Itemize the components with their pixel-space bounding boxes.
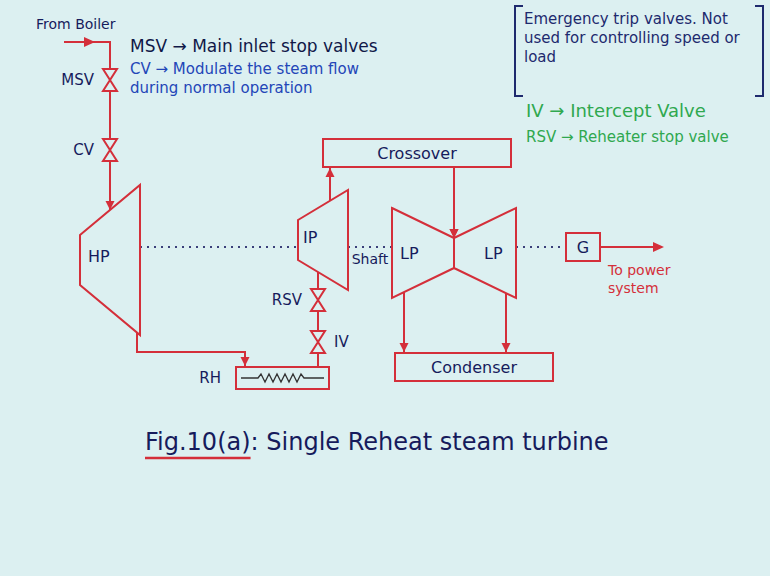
connector-line (516, 246, 565, 248)
control-valve: CV (102, 138, 118, 162)
valve-symbol (102, 68, 118, 92)
box-label: Condenser (431, 358, 517, 377)
valve-outline (311, 331, 325, 353)
definition-note: MSV → Main inlet stop valves (130, 36, 378, 57)
connector-line (317, 312, 319, 330)
valve-outline (103, 69, 117, 91)
caption-underline (145, 457, 251, 460)
generator-box: G (565, 232, 601, 262)
stage-label: HP (88, 247, 110, 266)
lp-turbine: LP (392, 208, 454, 298)
valve-label: MSV (61, 71, 94, 89)
stop-valve: MSV (102, 68, 118, 92)
valve-outline (311, 289, 325, 311)
connector-line (317, 354, 319, 366)
bracket-note: Emergency trip valves. Not used for cont… (524, 10, 756, 66)
arrow-head (653, 242, 664, 252)
stage-label: LP (484, 244, 503, 263)
reheat-stop-valve: RSV (310, 288, 326, 312)
intercept-valve: IV (310, 330, 326, 354)
valve-label: RSV (272, 291, 302, 309)
bracket (755, 6, 763, 96)
ip-turbine: IP (298, 190, 348, 290)
steam-pipe (318, 272, 319, 288)
connector-line (137, 333, 245, 367)
valve-outline (103, 139, 117, 161)
arrow-head (84, 37, 95, 47)
stage-label: LP (400, 244, 419, 263)
valve-symbol (310, 288, 326, 312)
shaft-line (140, 247, 298, 248)
steam-pipe (318, 312, 319, 330)
arrow-head (502, 343, 511, 352)
crossover-pipe: Crossover (322, 138, 512, 168)
valve-label: IV (334, 333, 349, 351)
connector-line (317, 272, 319, 288)
box-label: G (577, 238, 589, 257)
box-label: Crossover (377, 144, 457, 163)
turbine-outline (454, 208, 516, 298)
lp-turbine: LP (454, 208, 516, 298)
edge-label: Shaft (351, 251, 390, 267)
shaft-line (348, 247, 392, 248)
connector-line (109, 92, 111, 138)
steam-pipe (400, 292, 409, 352)
figure-caption: Fig.10(a): Single Reheat steam turbine (145, 428, 609, 456)
connector-line (348, 246, 392, 248)
turbine-outline (80, 185, 140, 335)
connector-line (140, 246, 298, 248)
arrow-head (326, 168, 335, 177)
reheater-box: RH (235, 366, 330, 390)
steam-pipe (502, 293, 511, 352)
steam-pipe (110, 92, 111, 138)
source-label: From Boiler (36, 16, 115, 34)
box-label: RH (199, 369, 221, 387)
steam-pipe (326, 168, 335, 201)
stage-label: IP (303, 228, 317, 247)
steam-pipe (106, 162, 115, 210)
turbine-outline (392, 208, 454, 298)
condenser-box: Condenser (394, 352, 554, 382)
turbine-outline (298, 190, 348, 290)
heater-coil (241, 374, 324, 382)
steam-pipe (137, 333, 250, 367)
boiler-inlet-line (64, 42, 110, 68)
definition-note: CV → Modulate the steam flow during norm… (130, 60, 360, 98)
valve-symbol (310, 330, 326, 354)
arrow-head (241, 357, 250, 366)
steam-pipe (450, 168, 459, 238)
arrow-head (400, 343, 409, 352)
valve-label: CV (73, 141, 94, 159)
connector-line (453, 168, 455, 238)
definition-note: RSV → Reheater stop valve (526, 128, 736, 147)
output-line (601, 246, 662, 248)
bracket (515, 6, 523, 96)
connector-line (453, 168, 455, 238)
output-label: To power system (608, 262, 674, 297)
shaft-line (516, 247, 565, 248)
hp-turbine: HP (80, 185, 140, 335)
definition-note: IV → Intercept Valve (526, 100, 706, 123)
valve-symbol (102, 138, 118, 162)
steam-pipe (318, 354, 319, 366)
steam-pipe (450, 168, 459, 238)
